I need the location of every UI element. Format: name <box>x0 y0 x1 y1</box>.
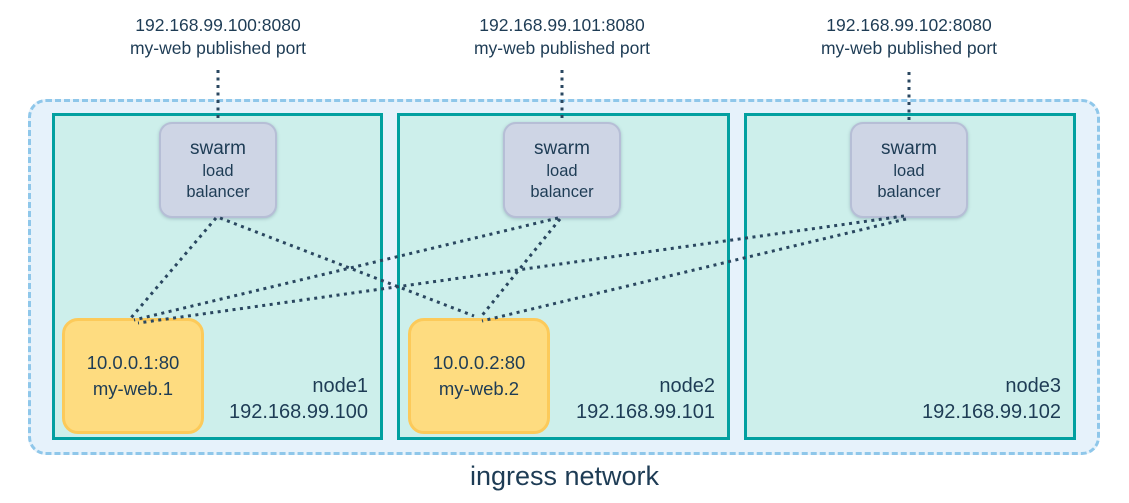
node-label: node1 192.168.99.100 <box>229 373 368 425</box>
published-port-address: 192.168.99.102:8080 <box>826 15 992 35</box>
node-name: node2 <box>659 375 715 397</box>
node-ip: 192.168.99.100 <box>228 401 368 423</box>
published-port-label-node2: 192.168.99.101:8080 my-web published por… <box>432 14 692 60</box>
node-name: node1 <box>312 375 368 397</box>
lb-text: swarm <box>881 138 937 159</box>
published-port-caption: my-web published port <box>820 38 998 58</box>
task-address: 10.0.0.2:80 <box>432 352 526 373</box>
task-address: 10.0.0.1:80 <box>86 352 180 373</box>
task-box-my-web-1: 10.0.0.1:80 my-web.1 <box>62 318 204 434</box>
lb-text: load <box>893 162 925 180</box>
published-port-label-node1: 192.168.99.100:8080 my-web published por… <box>88 14 348 60</box>
published-port-address: 192.168.99.100:8080 <box>135 15 301 35</box>
node-label: node2 192.168.99.101 <box>576 373 715 425</box>
task-box-my-web-2: 10.0.0.2:80 my-web.2 <box>408 318 550 434</box>
published-port-caption: my-web published port <box>129 38 307 58</box>
diagram-title: ingress network <box>469 461 660 491</box>
swarm-load-balancer-node2: swarm load balancer <box>503 122 621 218</box>
lb-text: load <box>202 162 234 180</box>
lb-text: load <box>546 162 578 180</box>
node-ip: 192.168.99.102 <box>921 401 1061 423</box>
node-label: node3 192.168.99.102 <box>922 373 1061 425</box>
lb-text: swarm <box>534 138 590 159</box>
lb-text: swarm <box>190 138 246 159</box>
task-name: my-web.2 <box>438 378 520 399</box>
published-port-caption: my-web published port <box>473 38 651 58</box>
lb-text: balancer <box>186 183 250 201</box>
published-port-label-node3: 192.168.99.102:8080 my-web published por… <box>779 14 1039 60</box>
swarm-load-balancer-node1: swarm load balancer <box>159 122 277 218</box>
published-port-address: 192.168.99.101:8080 <box>479 15 645 35</box>
lb-text: balancer <box>530 183 594 201</box>
swarm-load-balancer-node3: swarm load balancer <box>850 122 968 218</box>
node-name: node3 <box>1005 375 1061 397</box>
node-ip: 192.168.99.101 <box>575 401 715 423</box>
lb-text: balancer <box>877 183 941 201</box>
task-name: my-web.1 <box>92 378 174 399</box>
